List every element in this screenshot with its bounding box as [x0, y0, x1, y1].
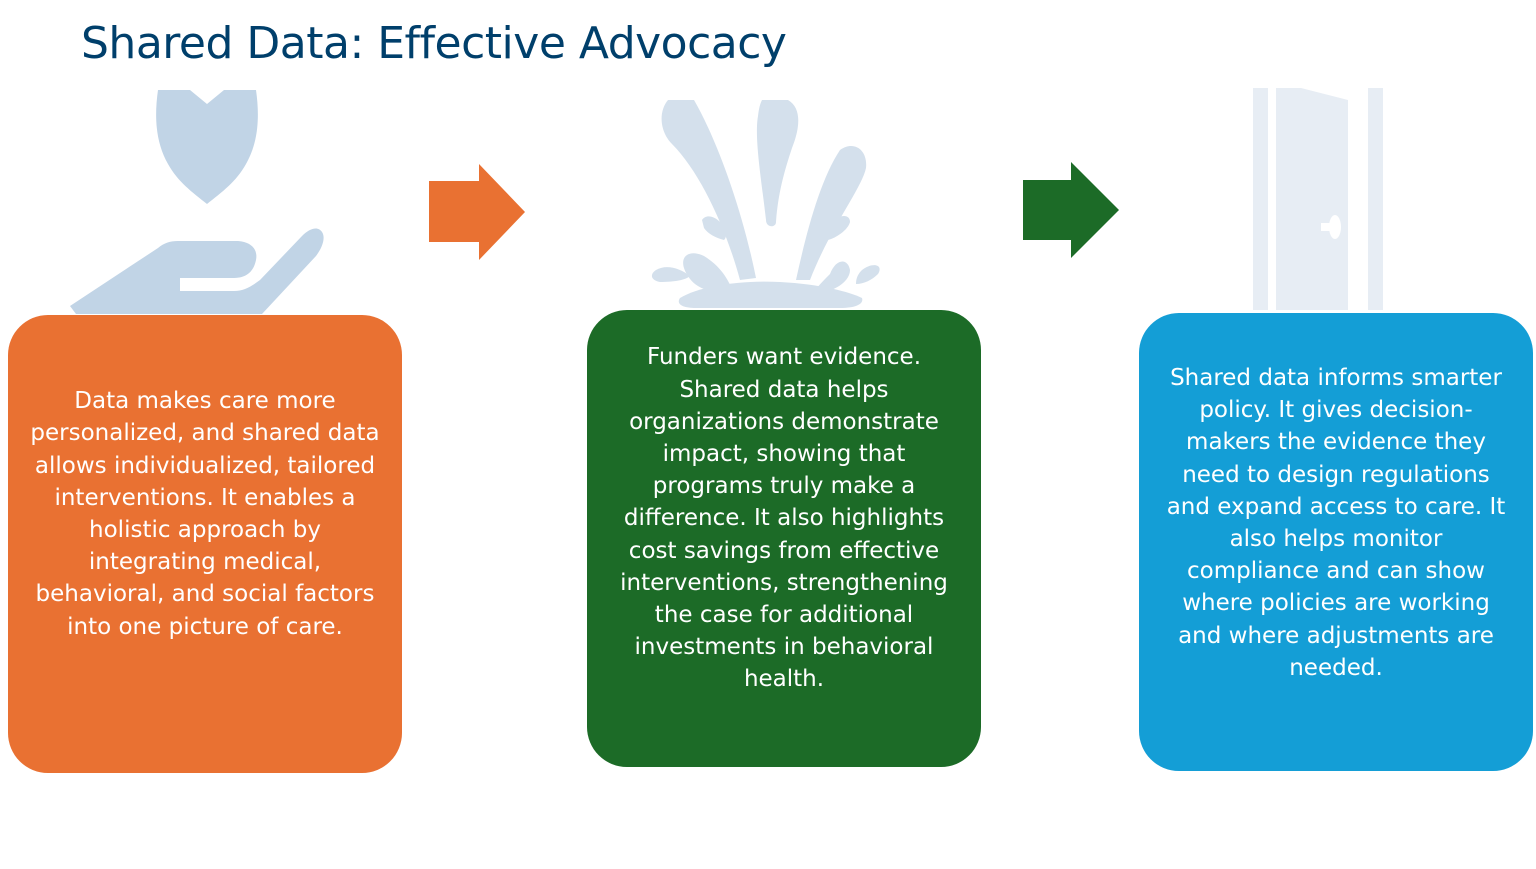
step-card-personalized-care: Data makes care more personalized, and s…: [8, 315, 402, 773]
open-door-icon: [1253, 88, 1383, 310]
hand-shape: [70, 228, 324, 314]
arrow-right-icon: [1023, 162, 1119, 258]
step-card-funders-evidence: Funders want evidence. Shared data helps…: [587, 310, 981, 767]
step-card-smarter-policy: Shared data informs smarter policy. It g…: [1139, 313, 1533, 771]
step-card-text: Shared data informs smarter policy. It g…: [1166, 364, 1506, 681]
hand-with-heart-icon: [70, 90, 324, 314]
step-card-text: Data makes care more personalized, and s…: [30, 388, 380, 640]
step-card-text: Funders want evidence. Shared data helps…: [620, 344, 948, 693]
heart-shape: [156, 90, 258, 204]
page-title: Shared Data: Effective Advocacy: [81, 18, 787, 69]
arrow-right-icon: [429, 164, 525, 260]
splash-icon: [651, 100, 880, 308]
